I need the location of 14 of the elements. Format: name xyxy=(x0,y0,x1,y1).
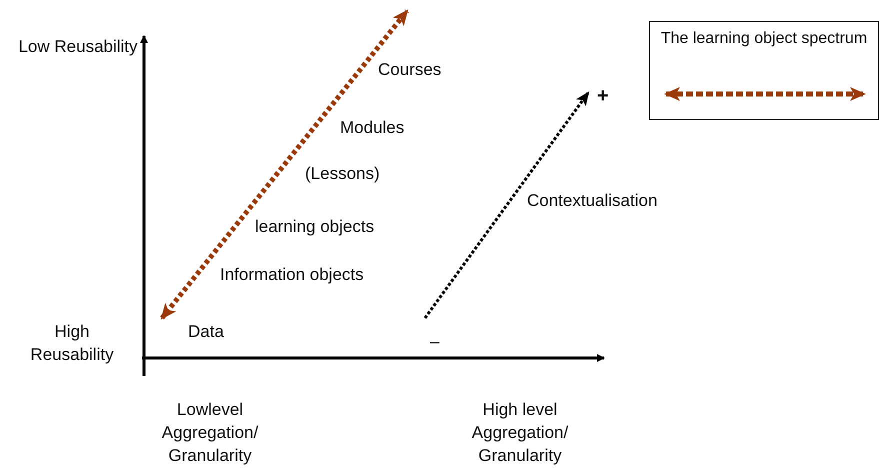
level-label: Contextualisation xyxy=(527,190,658,212)
level-label: Information objects xyxy=(220,264,364,286)
axis-label: High Reusability xyxy=(29,321,115,366)
axis-label: Low Reusability xyxy=(18,36,138,58)
sign-label: – xyxy=(430,331,440,353)
level-label: learning objects xyxy=(255,216,374,238)
level-label: Courses xyxy=(378,59,442,81)
legend-text: The learning object spectrum xyxy=(660,29,868,49)
level-label: (Lessons) xyxy=(305,163,380,185)
axis-label: High level Aggregation/ Granularity xyxy=(470,399,570,467)
axis-label: Lowlevel Aggregation/ Granularity xyxy=(160,399,260,467)
level-label: Modules xyxy=(340,117,404,139)
sign-label: + xyxy=(597,85,609,108)
level-label: Data xyxy=(188,321,224,343)
